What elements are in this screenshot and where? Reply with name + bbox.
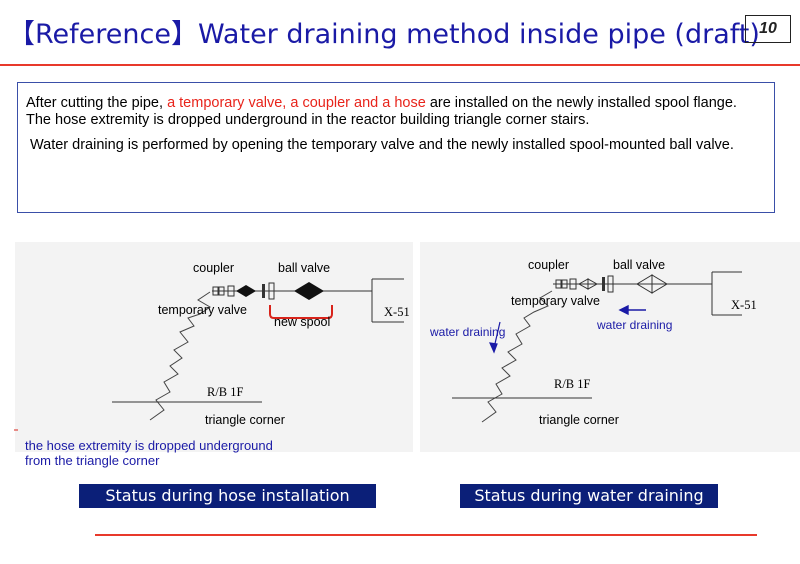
description-paragraph-2: Water draining is performed by opening t…	[30, 137, 734, 153]
left-temporary-valve-label: temporary valve	[158, 303, 247, 317]
left-coupler-label: coupler	[193, 261, 234, 275]
right-rb1f-label: R/B 1F	[554, 377, 591, 391]
left-x51-label: X-51	[384, 305, 410, 319]
page-title: 【Reference】Water draining method inside …	[8, 19, 760, 50]
right-ball-valve-label: ball valve	[613, 258, 666, 272]
page-number: 10	[745, 15, 791, 43]
left-coupler-icon	[212, 285, 235, 297]
right-triangle-corner-label: triangle corner	[539, 413, 619, 427]
footer-divider	[95, 534, 757, 536]
hose-note-line-2: from the triangle corner	[25, 453, 160, 468]
new-spool-bracket	[269, 305, 333, 319]
water-draining-arrow-right	[618, 304, 646, 316]
right-coupler-label: coupler	[528, 258, 569, 272]
water-draining-label-right: water draining	[597, 318, 673, 332]
left-ball-valve-icon	[294, 282, 309, 300]
left-flange-icon	[262, 284, 265, 298]
p1-start-text: After cutting the pipe,	[26, 95, 168, 111]
new-spool-label: new spool	[274, 315, 331, 329]
description-box: After cutting the pipe, a temporary valv…	[17, 82, 775, 213]
p1-highlight-text: a temporary valve, a coupler and a hose	[167, 95, 426, 111]
left-rb1f-label: R/B 1F	[207, 385, 244, 399]
left-caption: Status during hose installation	[79, 484, 376, 508]
right-hose	[481, 290, 553, 423]
right-coupler-icon	[555, 278, 577, 290]
p1-end-text: are installed on the newly installed spo…	[26, 95, 737, 128]
left-triangle-corner-label: triangle corner	[205, 413, 285, 427]
left-diagram-panel	[15, 242, 413, 452]
left-hose	[149, 291, 211, 421]
right-temporary-valve-label: temporary valve	[511, 294, 600, 308]
left-temporary-valve-icon	[236, 285, 246, 297]
header-divider	[0, 64, 800, 66]
water-draining-label-left: water draining	[430, 325, 506, 339]
left-ball-valve-label: ball valve	[278, 261, 331, 275]
hose-note-line-1: the hose extremity is dropped undergroun…	[25, 438, 273, 453]
right-diagram-panel	[420, 242, 800, 452]
right-caption: Status during water draining	[460, 484, 718, 508]
water-draining-arrow-left	[489, 321, 501, 354]
right-x51-label: X-51	[731, 298, 757, 312]
description-paragraph-1: After cutting the pipe, a temporary valv…	[26, 95, 764, 129]
